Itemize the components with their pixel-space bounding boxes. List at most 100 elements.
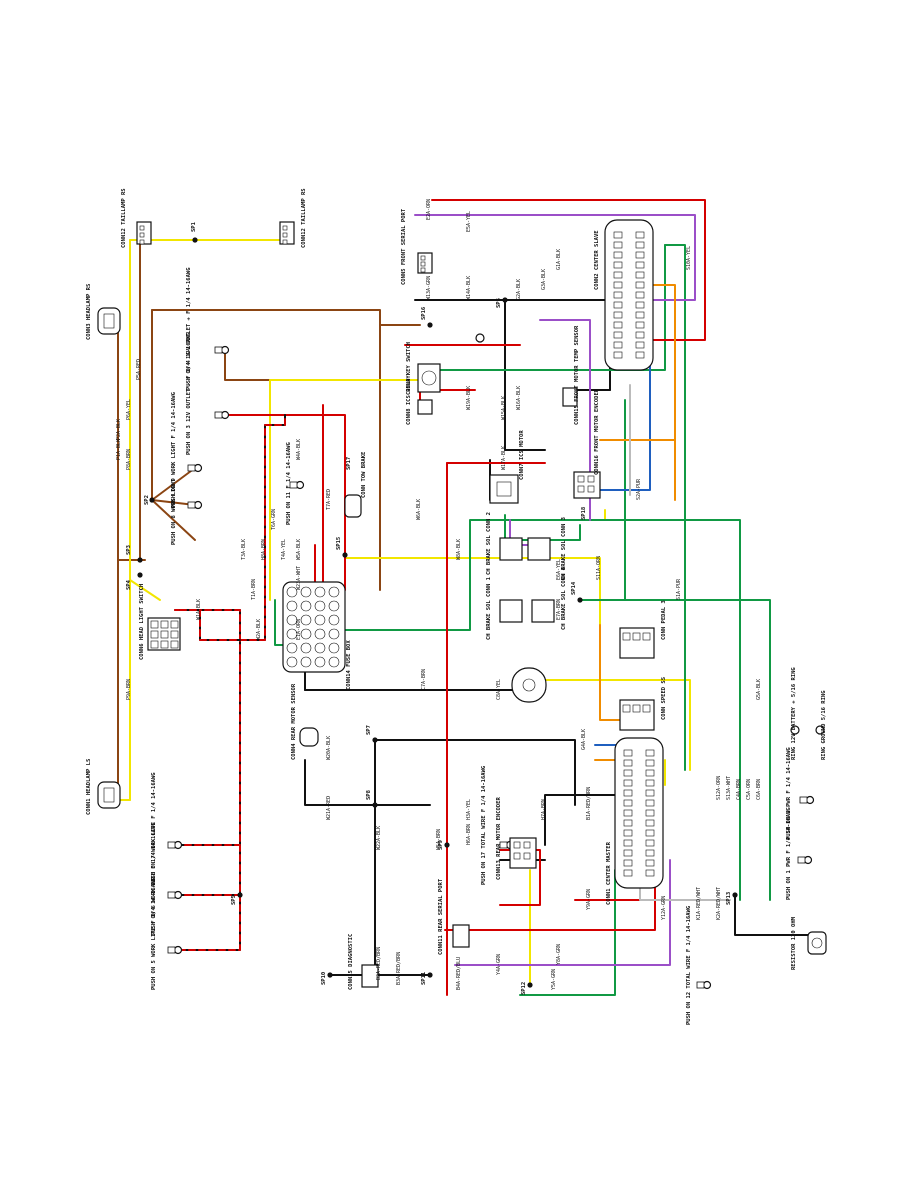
conn-headlamp-ls	[97, 781, 121, 809]
splice-sp8	[527, 982, 533, 988]
wire-pur-rear	[454, 859, 671, 966]
wire-label: C8A-YEL	[496, 679, 502, 700]
wire-label: S11A-ORN	[596, 556, 602, 580]
conn-rear-serial	[452, 924, 470, 948]
wire-redblk-switch-base	[179, 609, 241, 641]
wire-label: T1A-BRN	[251, 579, 257, 600]
wire-label: W2A-BLK	[256, 619, 262, 640]
conn-front-motor-temp	[562, 387, 578, 407]
label-center-slave: CONN2 CENTER SLAVE	[594, 230, 600, 290]
splice-label: SP5	[231, 895, 237, 905]
wire-label: Y4A-GRN	[496, 954, 502, 975]
label-front-motor-encoder: CONN16 FRONT MOTOR ENCODER	[594, 388, 600, 475]
splice-sp11	[137, 557, 143, 563]
splice-sp3	[327, 972, 333, 978]
wire-pur-top	[414, 214, 696, 301]
conn-tow-brake	[344, 494, 362, 518]
wire-label: G4A-BLK	[581, 729, 587, 750]
splice-sp2	[444, 842, 450, 848]
label-pedal: CONN PEDAL 3	[661, 600, 667, 640]
splice-sp16	[732, 892, 738, 898]
wire-label: S1A-PUR	[676, 578, 682, 600]
wire-label: W8A-BLK	[456, 539, 462, 560]
conn-diag-small	[361, 964, 379, 988]
push-on-4	[214, 345, 230, 355]
wire-label: Y8A-GRN	[556, 944, 562, 965]
label-taillamp-rs-2: CONN12 TAILLAMP RS	[301, 188, 307, 248]
wire-redblk-switch	[179, 609, 241, 641]
wire-label: H6A-BRN	[466, 824, 472, 845]
wire-blk-rear-2	[374, 739, 576, 806]
wire-label: G2A-BLK	[516, 279, 522, 300]
conn-speed-pedal	[619, 627, 655, 731]
wire-pur-slave	[539, 319, 591, 521]
wire-label: W22A-BLK	[376, 826, 382, 850]
wire-red-top	[431, 199, 706, 341]
wire-redblk-fuse	[239, 414, 286, 641]
wire-label: Y12A-GRN	[661, 896, 667, 920]
splice-label: SP2	[144, 495, 150, 505]
wire-label: T6A-GRN	[271, 509, 277, 530]
wire-label: S12A-ORN	[716, 776, 722, 800]
wire-label: B3A-RED/BRN	[396, 952, 402, 985]
ring-terminals	[475, 333, 825, 735]
splice-label: SP12	[521, 982, 527, 995]
label-push-on-5: PUSH ON 5 WORK LITE F 1/4 14-16AWG	[151, 877, 157, 990]
wire-label: W1A-BLK	[196, 599, 202, 620]
wire-label: C4A-BRN	[736, 779, 742, 800]
wire-label: P9A-BRN	[126, 679, 132, 700]
label-headlamp-ls: CONN1 HEADLAMP LS	[86, 759, 92, 815]
label-resistor: RESISTOR 120 OHM	[791, 916, 797, 970]
label-ring-ground: RING GROUND 5/16 RING	[821, 690, 827, 760]
conn-rear-motor-encoder	[509, 837, 537, 869]
label-diagnostic: CONN15 DIAGNOSTIC	[348, 934, 354, 990]
splice-label: SP9	[438, 840, 444, 850]
label-speed: CONN SPEED SS	[661, 677, 667, 720]
push-on-7	[167, 840, 183, 850]
splice-label: SP4	[126, 579, 132, 590]
splice-sp7	[502, 297, 508, 303]
label-rear-serial: CONN11 REAR SERIAL PORT	[438, 878, 444, 955]
wire-label: S2A-PUR	[636, 478, 642, 500]
splice-sp9	[427, 322, 433, 328]
wire-label: W23A-WHT	[296, 566, 302, 590]
wire-label: T7A-RED	[326, 489, 332, 510]
wire-label: P5A-RED	[136, 359, 142, 380]
wire-label: T4A-YEL	[281, 539, 287, 560]
conn-front-motor-encoder	[573, 471, 601, 499]
label-front-serial: CONN5 FRONT SERIAL PORT	[401, 208, 407, 285]
push-on-11	[289, 480, 305, 490]
wire-label: H5A-BRN	[436, 829, 442, 850]
conn-oval-mid	[511, 667, 547, 703]
wire-yel-h1	[129, 579, 161, 601]
label-key-switch: CONN9 KEY SWITCH	[406, 342, 412, 395]
conn-head-light-switch	[147, 617, 181, 651]
wire-label: P1A-BLK	[116, 439, 122, 460]
wire-label: W17A-BLK	[501, 446, 507, 470]
label-ics-motor: CONN7 ICS MOTOR	[519, 430, 525, 480]
wire-grn-speed	[579, 599, 771, 901]
label-head-light-switch: CONN6 HEAD LIGHT SWITCH	[139, 584, 145, 660]
wire-label: K2A-RED/WHT	[716, 887, 722, 920]
label-push-on-8: PUSH ON 8 WORK LIGHT	[171, 478, 177, 545]
conn-front-serial	[417, 252, 433, 274]
wire-label: C7A-BRN	[421, 669, 427, 690]
wire-label: E1A-ORN	[296, 619, 302, 640]
wire-label: B2A-RED/BRN	[376, 947, 382, 980]
wire-label: E6A-YEL	[556, 559, 562, 580]
wire-label: S13A-WHT	[726, 776, 732, 800]
splice-label: SP18	[581, 507, 587, 520]
push-on-9	[187, 463, 203, 473]
splice-sp10	[427, 972, 433, 978]
wire-label: W19A-BLK	[466, 386, 472, 410]
label-front-motor-temp: CONN15 FRONT MOTOR TEMP SENSOR	[574, 325, 580, 425]
label-push-on-17: PUSH ON 17 TOTAL WIRE F 1/4 14-16AWG	[481, 765, 487, 885]
conn-key-switch	[417, 363, 441, 393]
wire-grn-rear	[519, 869, 616, 996]
label-brake-sol-2: CH BRAKE SOL CONN 2	[486, 512, 492, 575]
wire-grn-slave-right	[664, 244, 686, 771]
wire-label: G1A-BLK	[556, 249, 562, 270]
wire-label: P6A-YEL	[126, 399, 132, 420]
wire-label: B1A-RED/BRN	[586, 787, 592, 820]
